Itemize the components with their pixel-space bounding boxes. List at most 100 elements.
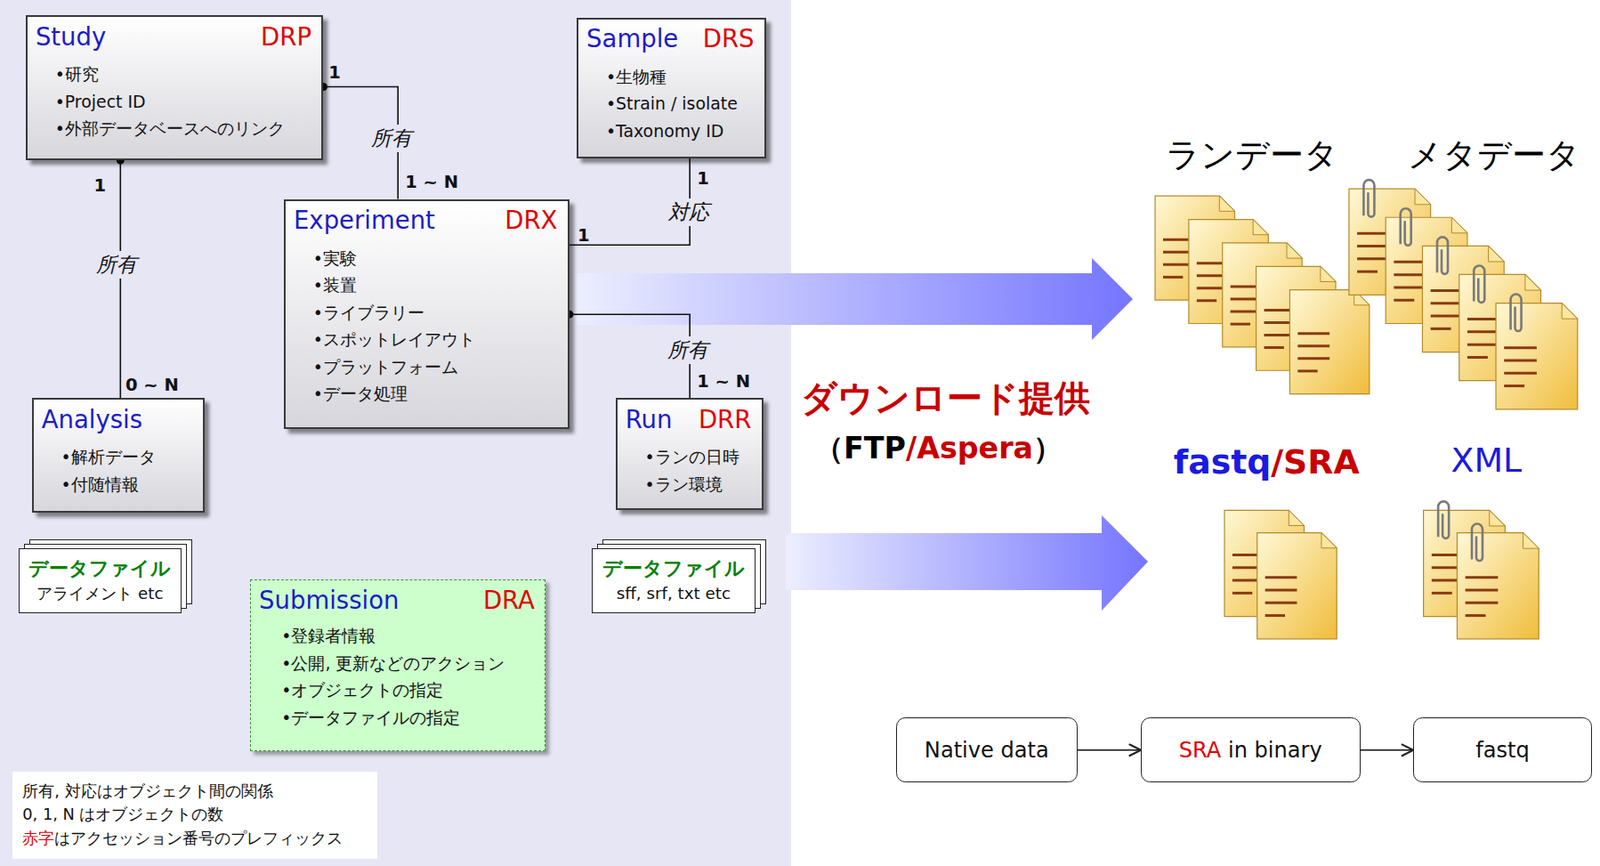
document-page <box>1495 294 1578 410</box>
text-part: SRA <box>1179 737 1222 763</box>
file-types: sff, srf, txt etc <box>598 581 749 607</box>
bullet-item: •実験 <box>313 244 558 272</box>
bullet-item: •ランの日時 <box>644 443 752 470</box>
object-title: Sample <box>586 22 679 56</box>
document-page <box>1456 524 1539 639</box>
text-part: はアクセッション番号のプレフィックス <box>54 828 343 848</box>
box-header: Submission DRA <box>258 583 535 617</box>
download-arrow <box>785 515 1148 611</box>
bullet-list: •ランの日時•ラン環境 <box>644 443 752 498</box>
note-line: 0, 1, N はオブジェクトの数 <box>22 802 368 826</box>
object-box: Sample DRS •生物種•Strain / isolate•Taxonomy … <box>576 17 767 159</box>
process-label: fastq <box>1475 737 1530 763</box>
multiplicity-number: 0 ~ N <box>125 374 179 396</box>
process-label: Native data <box>924 737 1050 763</box>
multiplicity-number: 1 ~ N <box>696 371 751 392</box>
multiplicity-number: 1 <box>94 175 107 196</box>
connector <box>120 160 122 398</box>
accession-prefix: DRS <box>703 22 755 56</box>
process-box: SRA in binary <box>1140 717 1361 783</box>
relation-label: 所有 <box>368 124 416 153</box>
bullet-item: •生物種 <box>606 63 755 90</box>
multiplicity-number: 1 ~ N <box>404 171 459 193</box>
bullet-item: •装置 <box>313 271 558 299</box>
data-file-stack: データファイルsff, srf, txt etc <box>591 548 756 614</box>
accession-prefix: DRX <box>504 203 558 237</box>
left-panel <box>0 0 792 866</box>
bullet-item: •Project ID <box>55 88 312 115</box>
object-title: Run <box>625 403 673 437</box>
box-header: Sample DRS <box>586 22 754 56</box>
box-header: Analysis <box>41 403 194 437</box>
text-part: （FTP <box>814 430 906 466</box>
relation-label: 所有 <box>664 336 712 364</box>
text-part: /SRA <box>1270 442 1359 482</box>
caption-label: （FTP/Aspera） <box>814 428 1063 469</box>
bullet-item: •登録者情報 <box>281 622 535 649</box>
document-page <box>1257 533 1337 639</box>
bullet-list: •生物種•Strain / isolate•Taxonomy ID <box>606 63 755 145</box>
object-title: Analysis <box>41 403 143 437</box>
bullet-list: •登録者情報•公開, 更新などのアクション•オブジェクトの指定•データファイルの… <box>281 622 535 731</box>
multiplicity-number: 1 <box>696 168 710 189</box>
bullet-item: •ラン環境 <box>644 470 752 498</box>
text-part: ） <box>1033 430 1063 466</box>
bullet-list: •研究•Project ID•外部データベースへのリンク <box>55 60 312 142</box>
object-box: Study DRP •研究•Project ID•外部データベースへのリンク <box>25 15 324 161</box>
bullet-item: •公開, 更新などのアクション <box>281 649 535 677</box>
bullet-item: •スポットレイアウト <box>313 325 558 353</box>
bullet-item: •外部データベースへのリンク <box>55 114 312 142</box>
bullet-item: •データファイルの指定 <box>281 703 535 731</box>
box-header: Experiment DRX <box>293 203 558 237</box>
object-box: Run DRR •ランの日時•ラン環境 <box>615 397 764 510</box>
note-line: 所有, 対応はオブジェクト間の関係 <box>22 779 368 803</box>
caption-label: fastq/SRA <box>1173 442 1360 482</box>
file-types: アライメント etc <box>24 581 175 607</box>
process-label: SRA in binary <box>1179 737 1323 763</box>
multiplicity-number: 1 <box>328 62 341 83</box>
caption-label: XML <box>1451 440 1523 480</box>
bullet-item: •研究 <box>55 60 312 88</box>
accession-prefix: DRA <box>483 583 535 617</box>
text-part: fastq <box>1173 442 1272 482</box>
object-title: Experiment <box>293 203 436 237</box>
bullet-item: •Strain / isolate <box>606 89 755 117</box>
connector <box>1077 749 1141 752</box>
bullet-item: •付随情報 <box>60 470 193 498</box>
file-title: データファイル <box>24 555 175 582</box>
box-header: Study DRP <box>35 20 312 54</box>
caption-label: ダウンロード提供 <box>800 373 1091 423</box>
accession-prefix: DRR <box>698 403 752 437</box>
process-box: fastq <box>1413 717 1592 783</box>
object-title: Study <box>35 20 106 54</box>
object-box: Analysis •解析データ•付随情報 <box>32 397 206 512</box>
box-header: Run DRR <box>625 403 752 437</box>
caption-label: ランデータ <box>1165 133 1339 178</box>
connector <box>1360 749 1415 752</box>
object-title: Submission <box>258 583 399 617</box>
document-page <box>1289 290 1369 395</box>
bullet-item: •解析データ <box>60 443 193 470</box>
object-box: Experiment DRX •実験•装置•ライブラリー•スポットレイアウト•プラッ… <box>283 199 570 429</box>
bullet-item: •データ処理 <box>313 379 558 407</box>
bullet-item: •プラットフォーム <box>313 353 558 380</box>
caption-label: メタデータ <box>1407 133 1581 178</box>
document-icons <box>1155 179 1578 639</box>
note-line: 赤字はアクセッション番号のプレフィックス <box>22 826 368 850</box>
bullet-list: •実験•装置•ライブラリー•スポットレイアウト•プラットフォーム•データ処理 <box>313 244 558 407</box>
text-part: /Aspera <box>905 430 1034 466</box>
text-part: 赤字 <box>22 828 55 848</box>
text-part: in binary <box>1220 737 1322 763</box>
bullet-item: •オブジェクトの指定 <box>281 676 535 704</box>
relation-label: 所有 <box>92 250 140 279</box>
bullet-item: •ライブラリー <box>313 298 558 326</box>
submission-box: Submission DRA •登録者情報•公開, 更新などのアクション•オブジェク… <box>250 579 547 752</box>
multiplicity-number: 1 <box>577 225 590 246</box>
bullet-item: •Taxonomy ID <box>606 117 755 145</box>
file-title: データファイル <box>598 555 749 582</box>
download-arrow <box>576 258 1133 340</box>
bullet-list: •解析データ•付随情報 <box>60 443 193 498</box>
accession-prefix: DRP <box>260 20 312 54</box>
relation-label: 対応 <box>665 198 713 227</box>
note-box: 所有, 対応はオブジェクト間の関係0, 1, N はオブジェクトの数赤字はアクセ… <box>12 771 379 860</box>
